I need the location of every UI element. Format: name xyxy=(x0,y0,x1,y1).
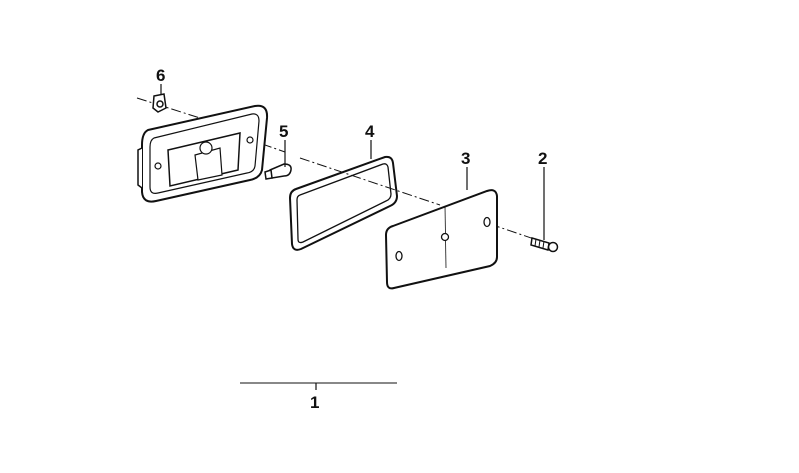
callout-1[interactable]: 1 xyxy=(310,393,319,412)
callout-5[interactable]: 5 xyxy=(279,122,288,141)
part-6-clip[interactable] xyxy=(152,93,167,113)
part-3-lens[interactable] xyxy=(384,189,498,290)
callout-2[interactable]: 2 xyxy=(538,149,547,168)
callout-3[interactable]: 3 xyxy=(461,149,470,168)
leader-lines xyxy=(160,84,545,390)
part-2-screw[interactable] xyxy=(530,237,559,253)
part-4-gasket[interactable] xyxy=(288,155,399,251)
callout-4[interactable]: 4 xyxy=(365,122,375,141)
part-5-bulb[interactable] xyxy=(264,163,292,180)
lamp-housing[interactable] xyxy=(137,104,269,203)
callout-6[interactable]: 6 xyxy=(156,66,165,85)
